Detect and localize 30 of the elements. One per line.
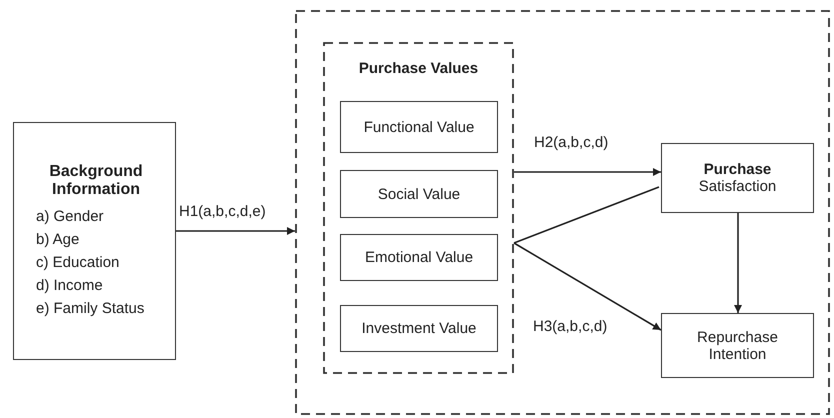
box-heading: Background Information bbox=[48, 162, 144, 198]
value-box bbox=[340, 305, 498, 352]
list-item: b) Age bbox=[36, 230, 80, 248]
dashed-group-box bbox=[295, 10, 830, 415]
dashed-group-box bbox=[323, 42, 514, 374]
box-text: Investment Value bbox=[362, 320, 476, 337]
group-title: Purchase Values bbox=[358, 60, 480, 77]
value-box bbox=[661, 313, 814, 378]
edge-label: H1(a,b,c,d,e) bbox=[178, 203, 267, 220]
box-text: Emotional Value bbox=[364, 249, 474, 266]
edge-label: H2(a,b,c,d) bbox=[533, 134, 610, 151]
box-text: Satisfaction bbox=[698, 178, 776, 195]
value-box bbox=[340, 170, 498, 218]
value-box bbox=[340, 234, 498, 281]
box-heading: Purchase bbox=[704, 161, 772, 178]
info-box bbox=[13, 122, 176, 360]
construct-box bbox=[661, 143, 814, 213]
box-text: Repurchase Intention bbox=[696, 328, 779, 362]
list-item: e) Family Status bbox=[36, 300, 144, 316]
value-box bbox=[340, 101, 498, 153]
arrow bbox=[734, 213, 742, 313]
arrow bbox=[176, 227, 295, 235]
arrow bbox=[514, 168, 661, 176]
list-item: d) Income bbox=[36, 276, 103, 294]
list-item: a) Gender bbox=[36, 208, 104, 224]
edge-label: H3(a,b,c,d) bbox=[532, 318, 608, 335]
arrow bbox=[514, 242, 662, 331]
box-text: Social Value bbox=[378, 186, 460, 202]
list-item: c) Education bbox=[36, 254, 120, 270]
box-text: Functional Value bbox=[364, 118, 474, 136]
